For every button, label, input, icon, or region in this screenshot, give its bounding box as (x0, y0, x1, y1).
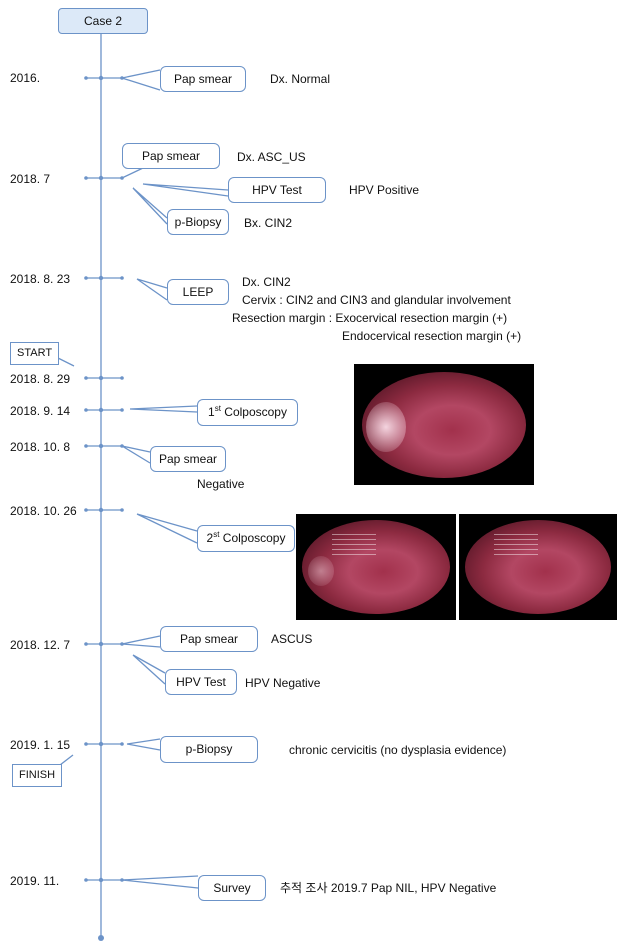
timeline-node (99, 642, 103, 646)
colposcopy-image (296, 514, 456, 620)
timeline-node (99, 508, 103, 512)
timeline-node (99, 376, 103, 380)
pap-smear-box: Pap smear (150, 446, 226, 472)
date-label: 2018. 10. 26 (10, 504, 77, 518)
timeline-node (99, 408, 103, 412)
result-text: ASCUS (271, 632, 312, 646)
colposcopy-image (354, 364, 534, 485)
date-label: 2018. 8. 29 (10, 372, 70, 386)
date-label: 2018. 12. 7 (10, 638, 70, 652)
timeline-node (99, 276, 103, 280)
pap-smear-box: Pap smear (122, 143, 220, 169)
hpv-test-box: HPV Test (228, 177, 326, 203)
date-label: 2018. 10. 8 (10, 440, 70, 454)
result-text: Dx. ASC_US (237, 150, 306, 164)
case-title: Case 2 (58, 8, 148, 34)
timeline-end-node (98, 935, 104, 941)
result-text: Resection margin : Exocervical resection… (232, 311, 507, 325)
colposcopy-box: 1st Colposcopy (197, 399, 298, 426)
timeline-node (99, 878, 103, 882)
timeline-node (99, 444, 103, 448)
timeline-node (99, 76, 103, 80)
result-text: Dx. CIN2 (242, 275, 291, 289)
result-text: Endocervical resection margin (+) (342, 329, 521, 343)
pap-smear-box: Pap smear (160, 626, 258, 652)
leep-box: LEEP (167, 279, 229, 305)
date-label: 2018. 7 (10, 172, 50, 186)
result-text: 추적 조사 2019.7 Pap NIL, HPV Negative (280, 881, 496, 895)
biopsy-box: p-Biopsy (160, 736, 258, 763)
biopsy-box: p-Biopsy (167, 209, 229, 235)
result-text: HPV Positive (349, 183, 419, 197)
start-label: START (10, 342, 59, 365)
hpv-test-box: HPV Test (165, 669, 237, 695)
result-text: HPV Negative (245, 676, 320, 690)
timeline-node (99, 742, 103, 746)
result-text: Negative (197, 477, 244, 491)
pap-smear-box: Pap smear (160, 66, 246, 92)
survey-box: Survey (198, 875, 266, 901)
date-label: 2019. 11. (10, 874, 59, 888)
date-label: 2016. (10, 71, 40, 85)
result-text: chronic cervicitis (no dysplasia evidenc… (289, 743, 506, 757)
result-text: Dx. Normal (270, 72, 330, 86)
colposcopy-box: 2st Colposcopy (197, 525, 295, 552)
date-label: 2018. 8. 23 (10, 272, 70, 286)
date-label: 2018. 9. 14 (10, 404, 70, 418)
date-label: 2019. 1. 15 (10, 738, 70, 752)
timeline-node (99, 176, 103, 180)
result-text: Cervix : CIN2 and CIN3 and glandular inv… (242, 293, 511, 307)
result-text: Bx. CIN2 (244, 216, 292, 230)
finish-label: FINISH (12, 764, 62, 787)
colposcopy-image (459, 514, 617, 620)
